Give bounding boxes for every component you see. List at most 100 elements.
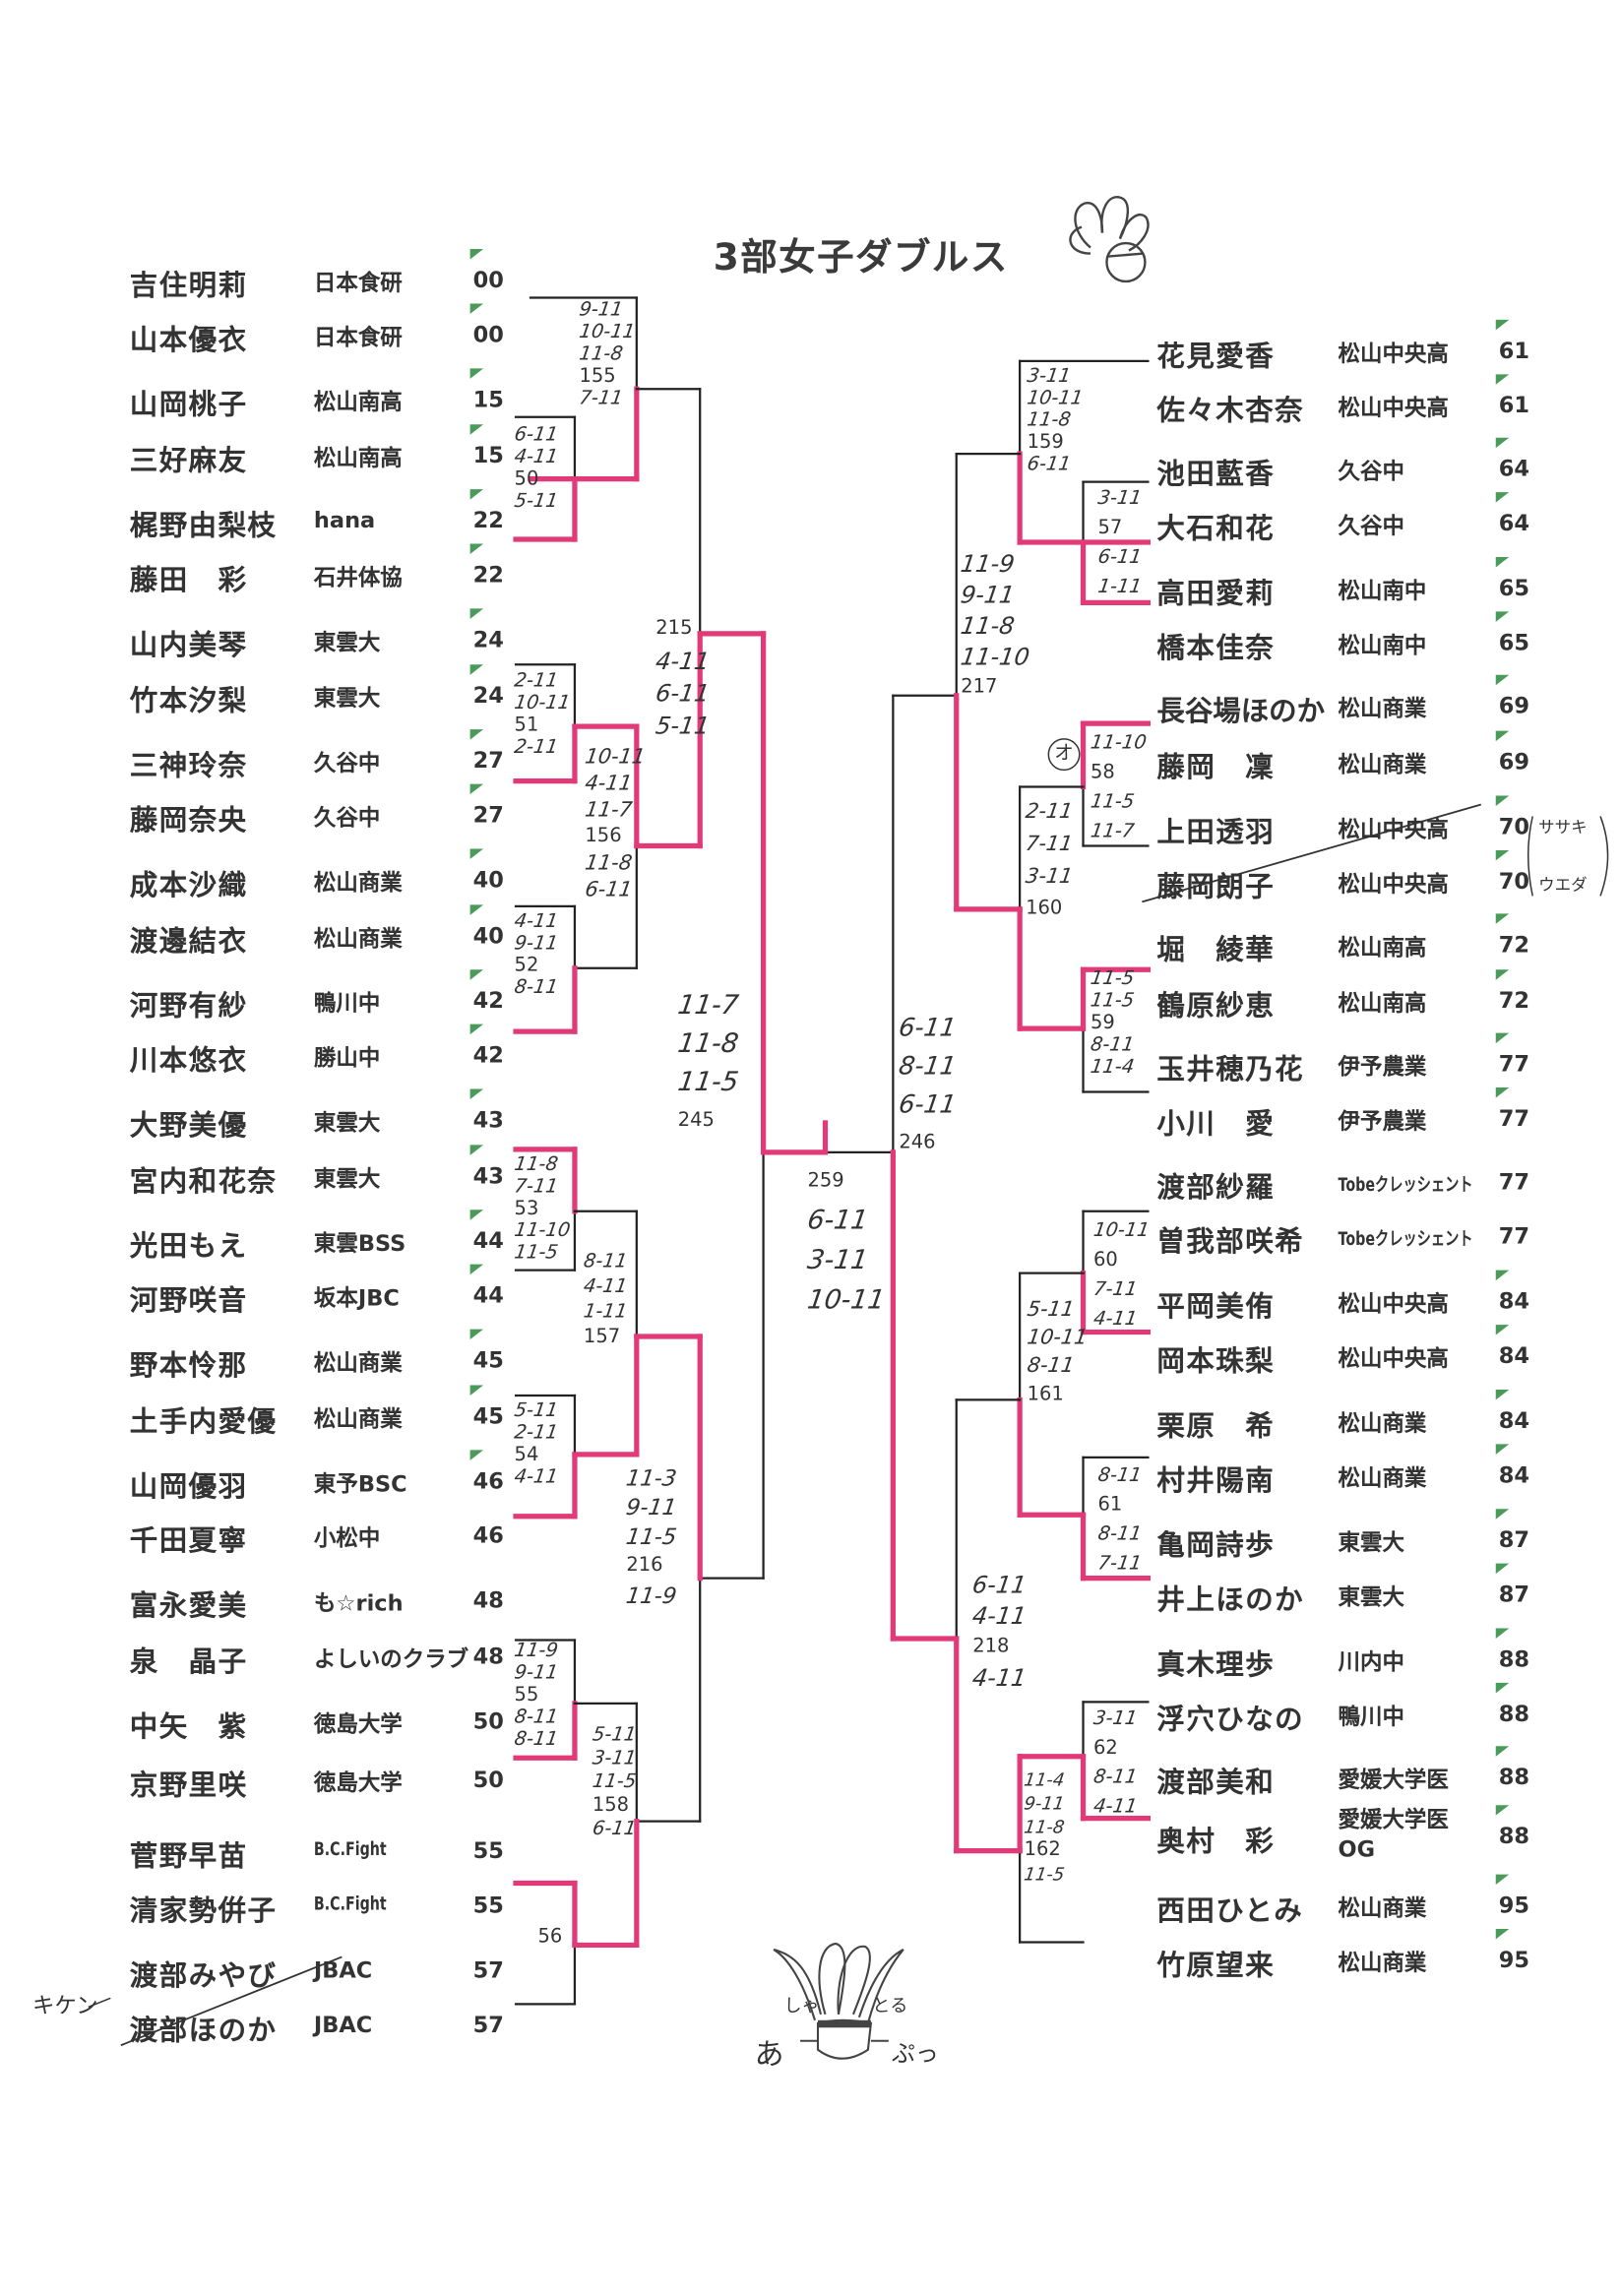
match-number: 58	[1091, 762, 1115, 784]
player-name: 長谷場ほのか	[1156, 695, 1326, 728]
player-team: B.C.Fight	[313, 1892, 387, 1914]
seed-marker-icon	[469, 1329, 484, 1340]
player-name: 成本沙織	[129, 869, 248, 902]
player-team: 日本食研	[313, 270, 403, 296]
player-name: 藤田 彩	[129, 564, 248, 597]
strike-line-left	[120, 1955, 343, 2047]
seed-number: 95	[1498, 1946, 1530, 1973]
player-name: 高田愛莉	[1156, 577, 1276, 610]
seed-number: 88	[1498, 1645, 1530, 1673]
player-team: 鴨川中	[313, 990, 381, 1018]
player-team: よしいのクラブ	[313, 1645, 469, 1673]
seed-marker-icon	[1495, 1389, 1510, 1400]
player-team: 松山商業	[313, 925, 403, 953]
player-team: 松山南高	[313, 389, 403, 416]
seed-marker-icon	[469, 303, 484, 314]
player-team: 東雲大	[313, 1165, 381, 1193]
seed-number: 65	[1498, 574, 1530, 601]
player-name: 富永愛美	[129, 1589, 248, 1623]
match-number: 60	[1092, 1249, 1118, 1272]
logo-text-sha: しゃ	[783, 1995, 820, 2017]
seed-number: 61	[1498, 337, 1530, 364]
player-team: 松山南中	[1338, 632, 1427, 659]
player-name: 山岡桃子	[129, 389, 248, 422]
player-team: 石井体協	[313, 564, 403, 591]
player-team: 松山中央高	[1338, 870, 1449, 898]
player-name: 竹原望来	[1156, 1949, 1276, 1982]
player-name: 井上ほのか	[1156, 1583, 1305, 1617]
player-team: 松山南高	[1338, 934, 1427, 962]
seed-marker-icon	[469, 1088, 484, 1099]
player-team: 坂本JBC	[313, 1284, 400, 1312]
seed-marker-icon	[469, 249, 484, 260]
player-name: 浮穴ひなの	[1156, 1703, 1305, 1736]
player-team: 松山南高	[313, 445, 403, 472]
player-team: 東雲大	[313, 685, 381, 713]
seed-marker-icon	[469, 1024, 484, 1035]
player-team: 松山商業	[313, 1349, 403, 1377]
player-name: 佐々木杏奈	[1156, 395, 1305, 428]
player-name: 亀岡詩歩	[1156, 1529, 1276, 1563]
seed-number: 40	[472, 866, 504, 894]
circled-mark: オ	[1047, 738, 1081, 772]
player-name: 小川 愛	[1156, 1107, 1276, 1141]
player-name: 三神玲奈	[129, 750, 248, 783]
match-number: 57	[1097, 517, 1123, 540]
match-number: 59	[1091, 1012, 1115, 1035]
player-team: 松山中央高	[1338, 1290, 1449, 1318]
seed-marker-icon	[1495, 1563, 1510, 1575]
player-name: 川本悠衣	[129, 1044, 248, 1078]
seed-number: 84	[1498, 1461, 1530, 1489]
seed-marker-icon	[1495, 1682, 1510, 1694]
player-team: 松山商業	[1338, 1464, 1427, 1492]
player-team: 勝山中	[313, 1044, 381, 1072]
seed-marker-icon	[469, 1385, 484, 1396]
seed-marker-icon	[1495, 730, 1510, 742]
seed-number: 27	[472, 801, 504, 829]
player-name: 千田夏寧	[129, 1524, 248, 1558]
seed-number: 57	[472, 2011, 504, 2038]
player-team: 東雲大	[1338, 1529, 1404, 1557]
seed-marker-icon	[1495, 1874, 1510, 1886]
seed-number: 22	[472, 561, 504, 589]
player-name: 鶴原紗恵	[1156, 990, 1276, 1024]
seed-marker-icon	[469, 969, 484, 980]
player-name: 渡部紗羅	[1156, 1171, 1276, 1205]
player-name: 河野有紗	[129, 990, 248, 1024]
match-number: 218	[972, 1636, 1010, 1658]
seed-number: 40	[472, 922, 504, 950]
player-team: 愛媛大学医 OG	[1338, 1806, 1449, 1863]
player-name: 西田ひとみ	[1156, 1894, 1304, 1928]
match-number: 62	[1092, 1737, 1118, 1760]
player-name: 平岡美侑	[1156, 1290, 1276, 1324]
seed-number: 77	[1498, 1104, 1530, 1132]
seed-number: 50	[472, 1707, 504, 1735]
match-number: 161	[1027, 1383, 1064, 1406]
player-team: 松山商業	[1338, 1894, 1427, 1922]
seed-number: 44	[472, 1281, 504, 1309]
player-team: 松山商業	[313, 869, 403, 897]
match-number: 50	[514, 468, 539, 491]
seed-marker-icon	[469, 1264, 484, 1275]
seed-number: 57	[472, 1956, 504, 1984]
shuttlecock-logo	[773, 1942, 904, 2060]
player-team: 松山商業	[1338, 751, 1427, 778]
substitute-note-1: ササキ	[1538, 818, 1588, 838]
seed-number: 88	[1498, 1700, 1530, 1727]
seed-marker-icon	[1495, 1270, 1510, 1281]
player-name: 上田透羽	[1156, 816, 1276, 849]
player-name: 山岡優羽	[129, 1470, 248, 1504]
player-team: 久谷中	[313, 804, 381, 832]
seed-marker-icon	[469, 1450, 484, 1460]
player-team: 愛媛大学医	[1338, 1767, 1449, 1794]
